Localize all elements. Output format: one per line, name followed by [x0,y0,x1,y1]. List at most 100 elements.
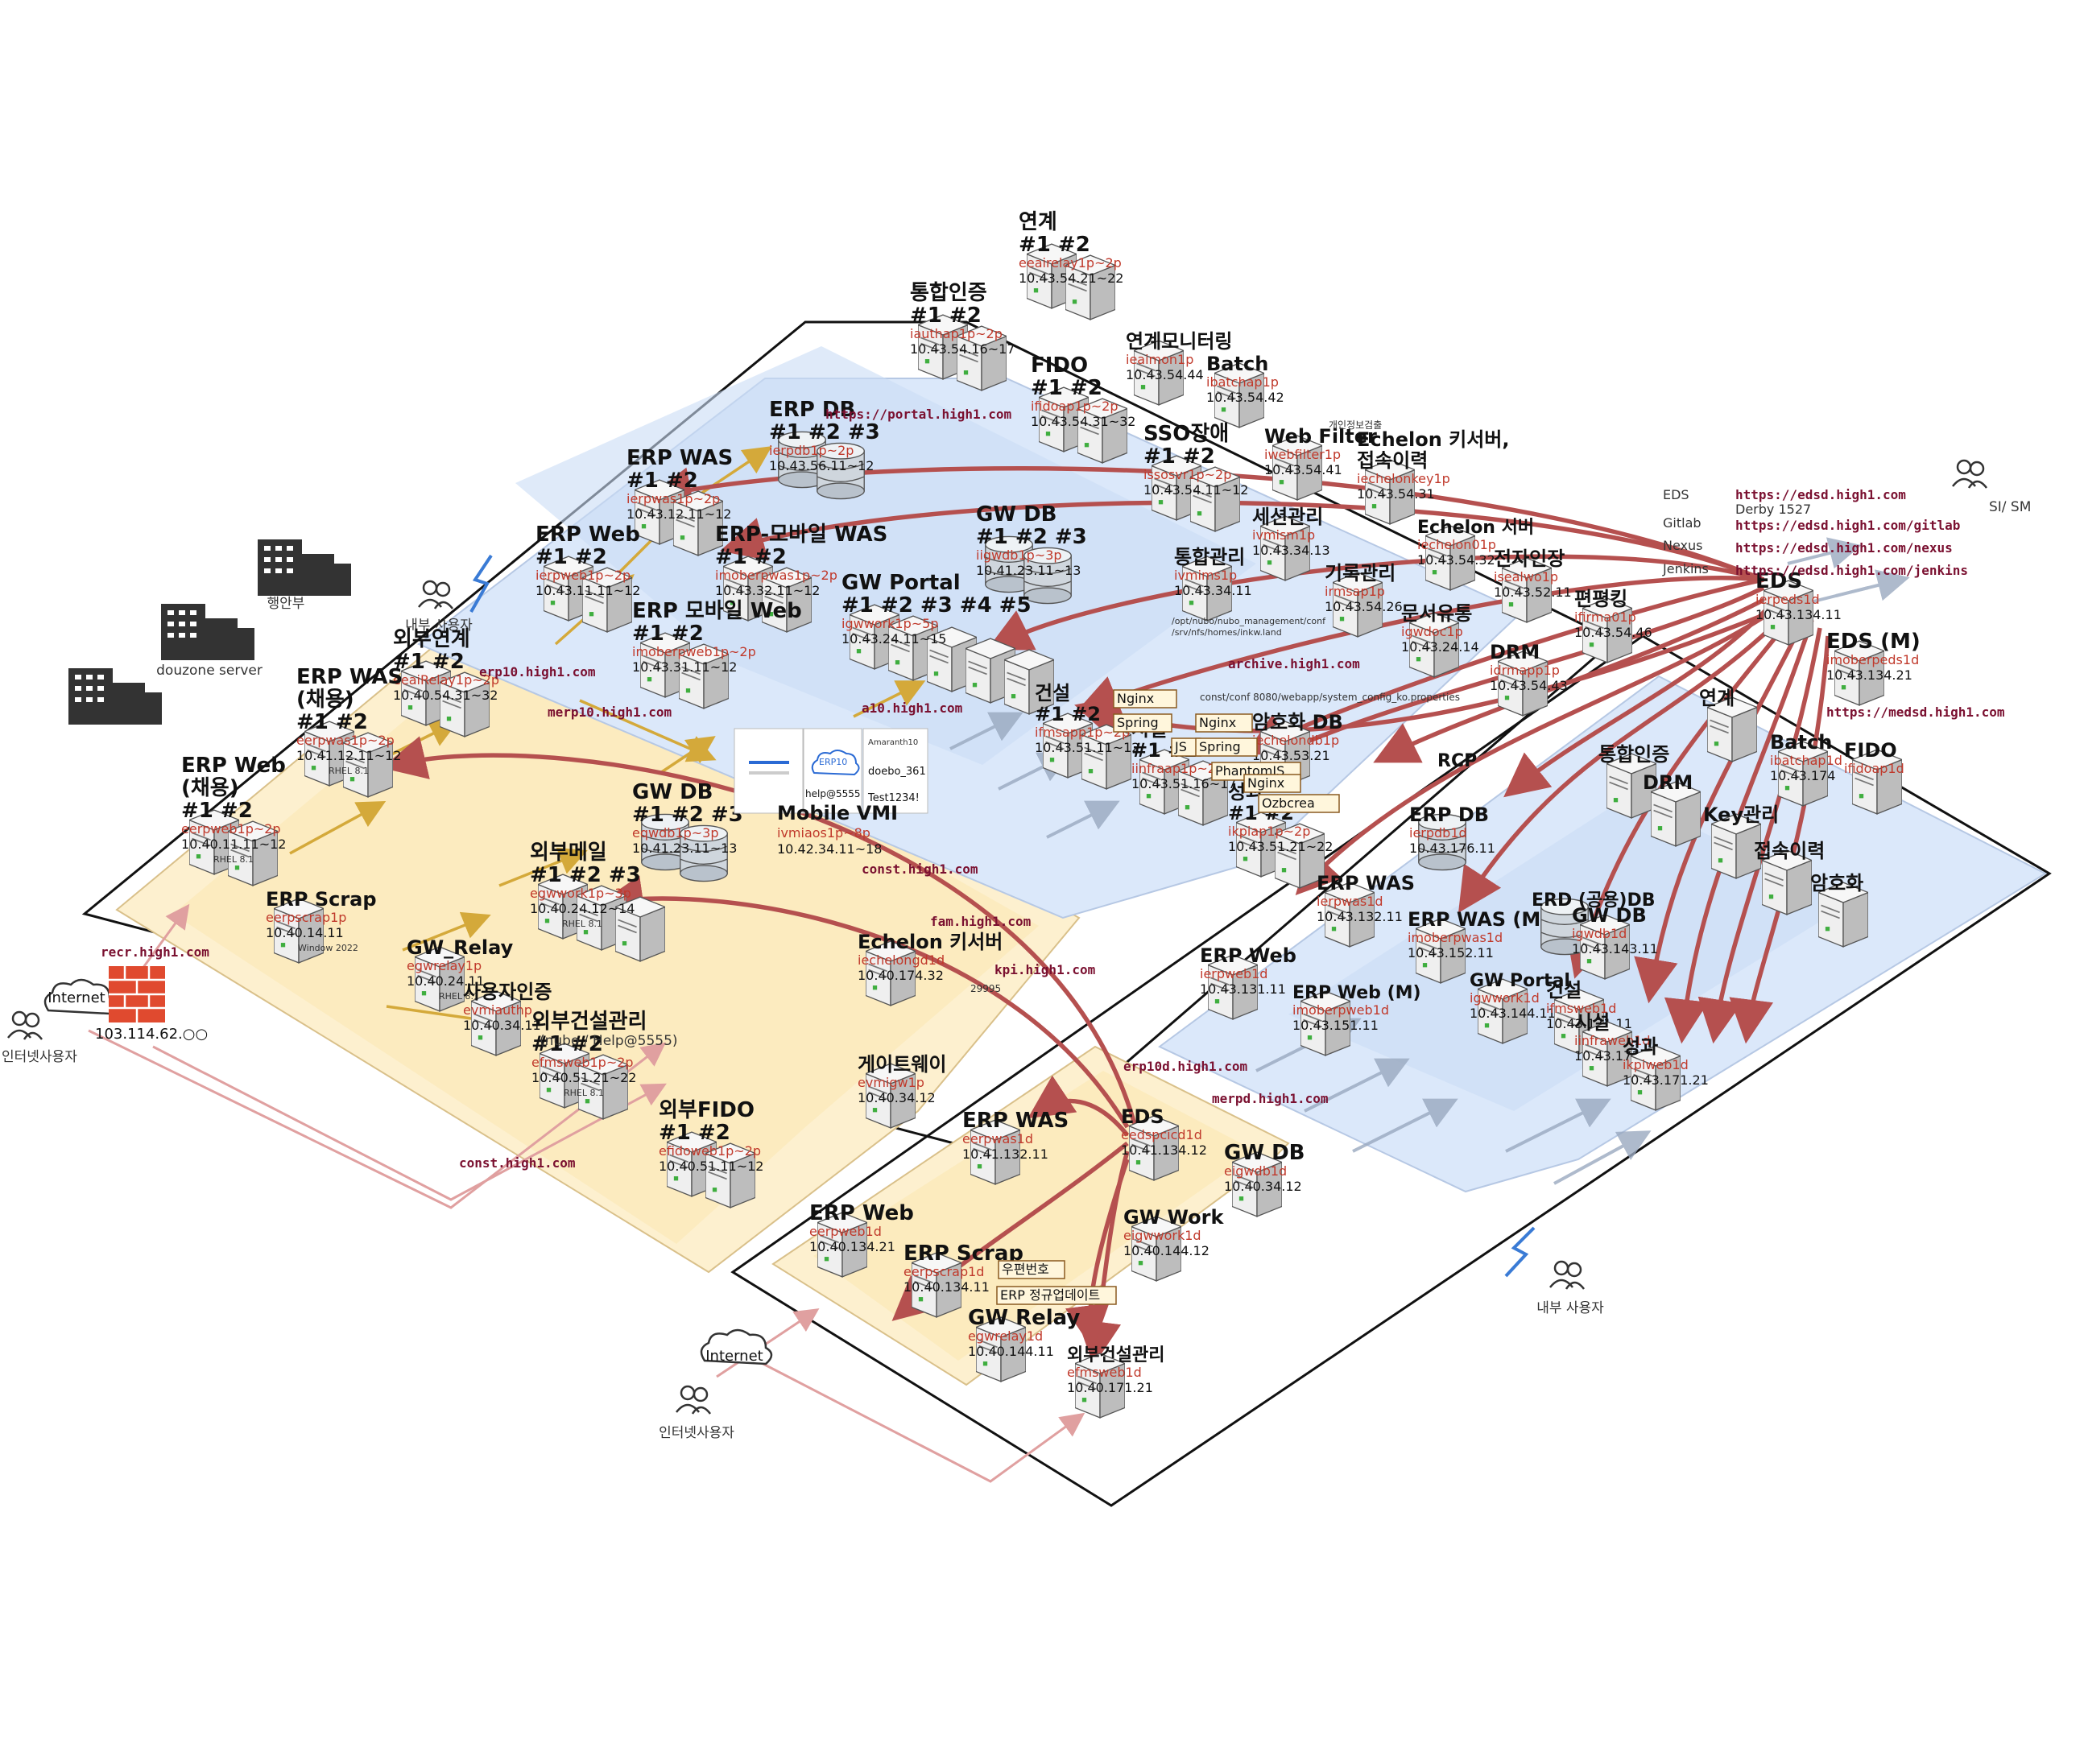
tool-url-gitlab[interactable]: https://edsd.high1.com/gitlab [1735,518,1960,533]
server-node-key-dev[interactable]: Key관리 [1703,804,1779,879]
server-ip: 10.43.32.11~12 [715,583,820,598]
tool-url-jenkins[interactable]: https://edsd.high1.com/jenkins [1735,563,1968,578]
url-fam[interactable]: fam.high1.com [930,914,1032,929]
url-erp10d[interactable]: erp10d.high1.com [1123,1059,1247,1074]
server-node-gwportal-op[interactable]: GW Portal#1 #2 #3 #4 #5igwwork1p~5p10.43… [841,571,1054,715]
url-archive[interactable]: archive.high1.com [1228,656,1360,671]
server-ip: 10.43.54.46 [1574,625,1652,640]
server-node-erdsh-dev[interactable]: ERD (공용)DB [1532,890,1656,956]
server-node-auth-dev[interactable]: 통합인증 [1598,743,1669,819]
url-a10[interactable]: a10.high1.com [862,700,963,716]
url-const-top[interactable]: const.high1.com [862,861,978,877]
server-hostname: ierpwas1d [1317,894,1383,909]
server-node-relay-dev[interactable]: 연계 [1699,687,1757,762]
server-node-access-dev[interactable]: 접속이력 [1754,840,1825,915]
deploy-arrow [1697,627,1822,1044]
echelon-path-line: /srv/nfs/homes/inkw.land [1172,627,1282,638]
url-kpi[interactable]: kpi.high1.com [994,962,1096,977]
url-portal[interactable]: https://portal.high1.com [825,407,1012,422]
flow-arrow [660,736,716,775]
url-merp10[interactable]: merp10.high1.com [548,704,672,720]
server-hostname: egwrelay1d [968,1328,1043,1344]
server-node-erpweb-recr[interactable]: ERP Web(채용)#1 #2eerpweb1p~2p10.40.11.11~… [181,754,286,886]
server-node-erpmwas-op[interactable]: ERP-모바일 WAS#1 #2imoberpwas1p~2p10.43.32.… [715,523,887,633]
internet-cloud-bottom: Internet [705,1348,763,1365]
server-node-erpwas-recr[interactable]: ERP WAS(채용)#1 #2eerpwas1p~2p10.41.12.11~… [296,665,403,798]
server-os: RHEL 8.1 [564,1088,604,1098]
url-erp10[interactable]: erp10.high1.com [479,664,596,680]
flow-arrow [1046,800,1120,839]
url-merpd[interactable]: merpd.high1.com [1212,1091,1329,1106]
server-node-extconst-dmz[interactable]: 외부건설관리#1 #2efmsweb1p~2p10.40.51.21~22RHE… [531,1010,647,1120]
medsd-url[interactable]: https://medsd.high1.com [1826,704,2005,720]
server-hostname: ikpiweb1d [1623,1057,1689,1072]
tag-label: JS [1174,739,1187,754]
server-node-erpmweb-op[interactable]: ERP 모바일 Web#1 #2imoberpweb1p~2p10.43.31.… [632,599,802,709]
server-node-extmail-dmz[interactable]: 외부메일#1 #2 #3egwwork1p~3p10.40.24.12~14RH… [530,841,665,962]
server-node-crypto-dev[interactable]: 암호화 [1810,872,1868,948]
deploy-arrow [1065,1159,1130,1350]
url-const-bottom[interactable]: const.high1.com [459,1155,576,1171]
connection-arrows [88,446,1910,1483]
url-recr[interactable]: recr.high1.com [101,944,209,960]
server-node-drm-dev[interactable]: DRM [1643,771,1701,847]
server-hostname: iechelonkey1p [1357,471,1450,486]
server-hostname: ibatchap1d [1770,753,1842,768]
server-ip: 10.43.143.11 [1572,941,1658,956]
server-title: ERP WAS [962,1109,1069,1133]
tool-url-nexus[interactable]: https://edsd.high1.com/nexus [1735,540,1953,556]
server-ip: 10.43.176.11 [1409,841,1495,856]
server-ip: 10.43.24.14 [1401,639,1479,655]
tool-url-eds[interactable]: https://edsd.high1.com [1735,487,1906,502]
